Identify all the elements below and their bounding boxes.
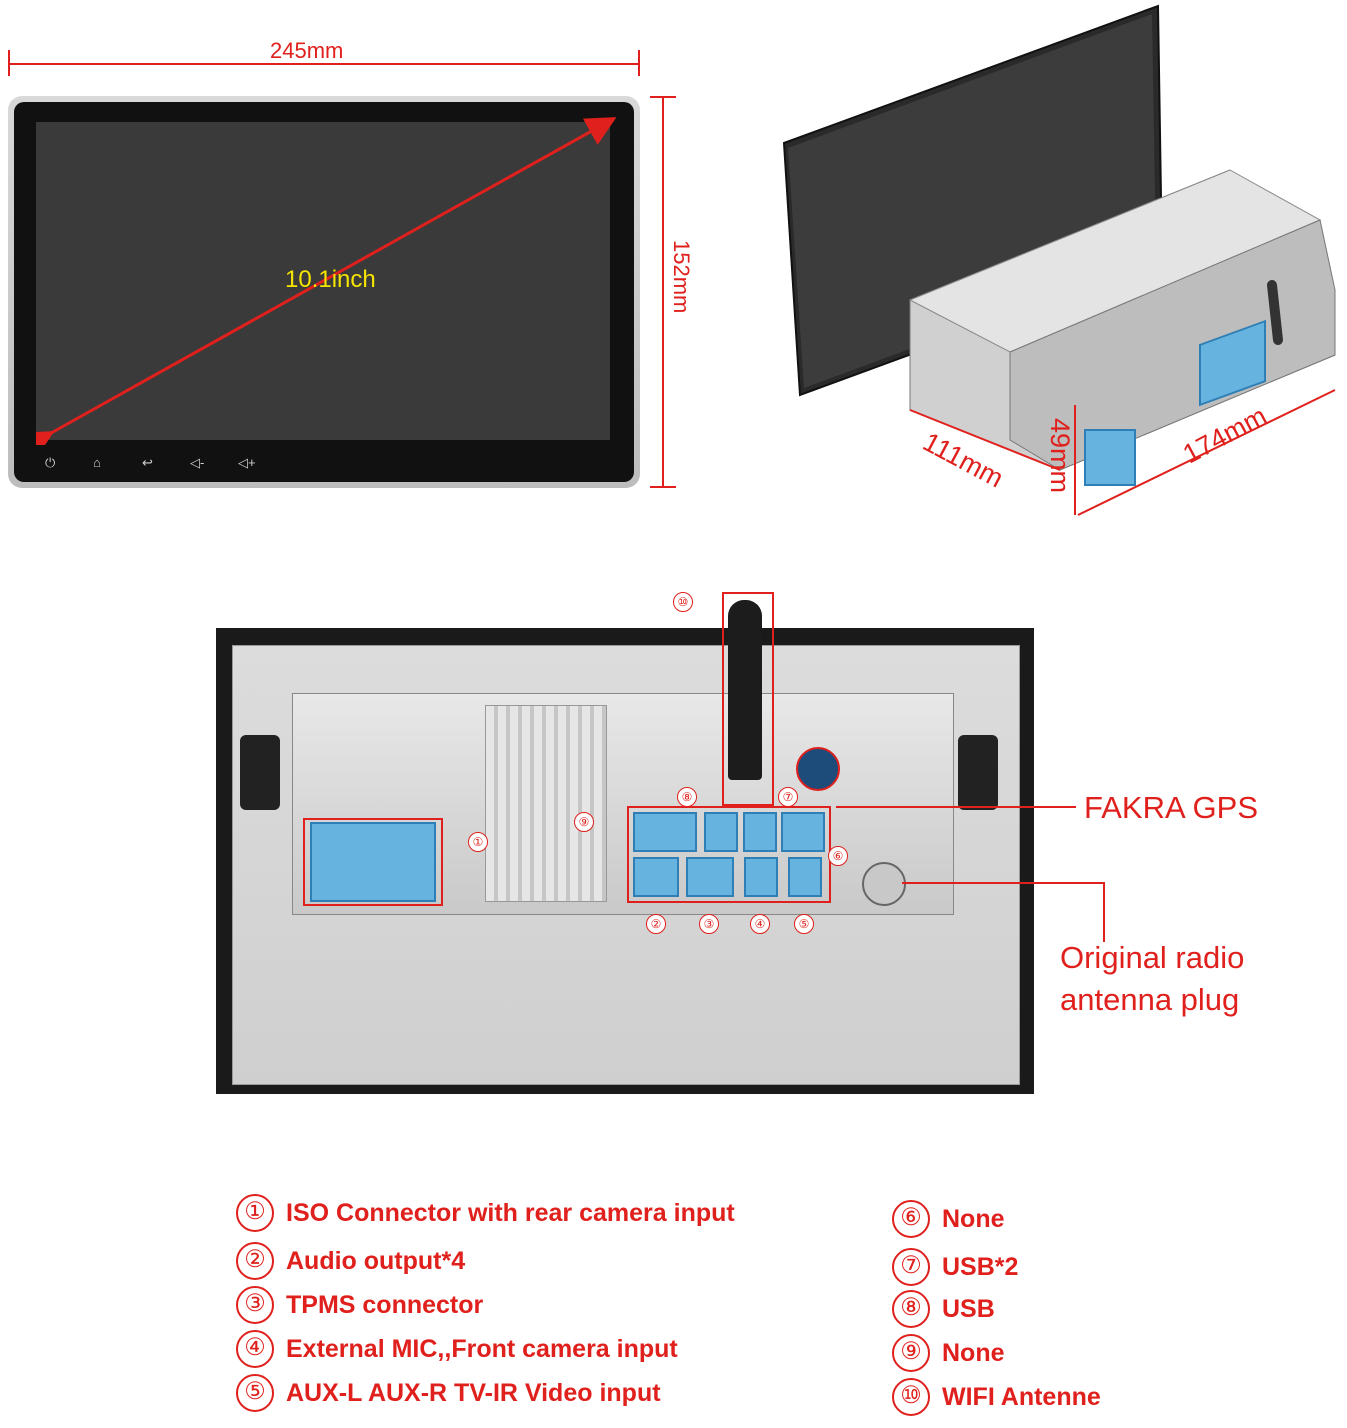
legend-item-10: ⑩ WIFI Antenne <box>892 1378 1101 1416</box>
back-icon: ↩ <box>142 455 153 470</box>
legend-item-7: ⑦ USB*2 <box>892 1248 1018 1286</box>
side-view: 111mm 49mm 174mm <box>760 0 1347 540</box>
fakra-gps-label: FAKRA GPS <box>1084 790 1259 825</box>
marker-3: ③ <box>699 914 719 934</box>
radio-antenna-plug <box>862 862 906 906</box>
legend-item-4: ④ External MIC,,Front camera input <box>236 1330 678 1368</box>
legend-item-8: ⑧ USB <box>892 1290 995 1328</box>
wifi-antenna <box>728 600 762 780</box>
legend-num: ④ <box>236 1330 274 1368</box>
legend-num: ③ <box>236 1286 274 1324</box>
width-label: 245mm <box>270 38 344 63</box>
diagonal-arrow <box>36 117 616 445</box>
legend-text: Audio output*4 <box>286 1246 466 1275</box>
legend-num: ⑨ <box>892 1334 930 1372</box>
legend-num: ⑩ <box>892 1378 930 1416</box>
connector-7b <box>781 812 825 852</box>
marker-2: ② <box>646 914 666 934</box>
legend-text: USB*2 <box>942 1252 1019 1281</box>
legend-item-1: ① ISO Connector with rear camera input <box>236 1194 735 1232</box>
iso-connector <box>310 822 436 902</box>
legend-item-3: ③ TPMS connector <box>236 1286 483 1324</box>
connector-2 <box>633 857 679 897</box>
side-view-drawing <box>782 4 1336 516</box>
legend-num: ⑤ <box>236 1374 274 1412</box>
body-height-label: 49mm <box>1045 417 1076 494</box>
connector-7a <box>743 812 777 852</box>
screen-size-label: 10.1inch <box>285 266 376 293</box>
legend-num: ⑧ <box>892 1290 930 1328</box>
height-label: 152mm <box>669 240 694 314</box>
connector-3 <box>686 857 734 897</box>
front-view: 245mm 152mm 10.1inch ⏻ ⌂ ↩ ◁- ◁+ <box>0 0 700 520</box>
antenna-plug-label-line1: Original radio <box>1060 940 1245 975</box>
antenna-plug-label-line2: antenna plug <box>1060 982 1240 1017</box>
volume-up-icon: ◁+ <box>238 455 256 470</box>
legend-item-5: ⑤ AUX-L AUX-R TV-IR Video input <box>236 1374 661 1412</box>
width-dimension-line <box>8 63 640 65</box>
legend-text: None <box>942 1204 1005 1233</box>
legend-text: AUX-L AUX-R TV-IR Video input <box>286 1378 661 1407</box>
legend-num: ① <box>236 1194 274 1232</box>
legend-num: ⑦ <box>892 1248 930 1286</box>
marker-8: ⑧ <box>677 787 697 807</box>
legend-num: ⑥ <box>892 1200 930 1238</box>
legend-text: ISO Connector with rear camera input <box>286 1198 735 1227</box>
marker-1: ① <box>468 832 488 852</box>
legend-text: USB <box>942 1294 995 1323</box>
connector-9 <box>633 812 697 852</box>
connector-4 <box>744 857 778 897</box>
marker-4: ④ <box>750 914 770 934</box>
legend-item-2: ② Audio output*4 <box>236 1242 465 1280</box>
legend-item-6: ⑥ None <box>892 1200 1005 1238</box>
legend-text: External MIC,,Front camera input <box>286 1334 678 1363</box>
marker-7: ⑦ <box>778 787 798 807</box>
legend-item-9: ⑨ None <box>892 1334 1005 1372</box>
marker-10: ⑩ <box>673 592 693 612</box>
marker-6: ⑥ <box>828 846 848 866</box>
power-icon: ⏻ <box>45 455 56 470</box>
home-icon: ⌂ <box>93 455 101 470</box>
legend-text: None <box>942 1338 1005 1367</box>
marker-9: ⑨ <box>574 812 594 832</box>
marker-5: ⑤ <box>794 914 814 934</box>
volume-down-icon: ◁- <box>190 455 205 470</box>
fakra-gps-port <box>796 747 840 791</box>
legend-text: TPMS connector <box>286 1290 484 1319</box>
connector-5 <box>788 857 822 897</box>
legend-num: ② <box>236 1242 274 1280</box>
legend-text: WIFI Antenne <box>942 1382 1101 1411</box>
height-dimension-line <box>662 96 664 488</box>
connector-8 <box>704 812 738 852</box>
